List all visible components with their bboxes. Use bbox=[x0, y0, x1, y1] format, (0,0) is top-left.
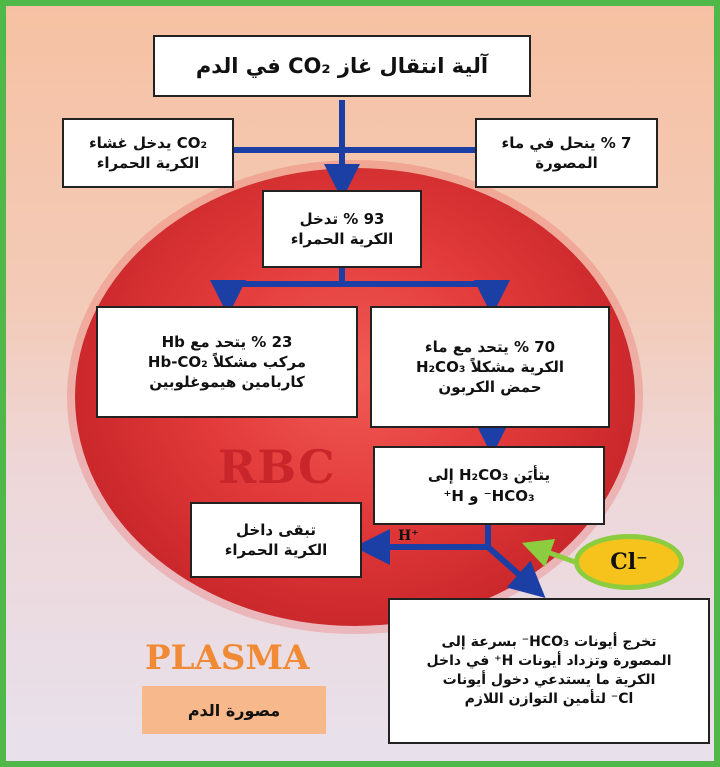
cl-ion-label: Cl⁻ bbox=[610, 549, 648, 575]
co2-enters-box: CO₂ يدخل غشاء الكرية الحمراء bbox=[62, 118, 234, 188]
water-binding-box: 70 % يتحد مع ماء الكرية مشكلاً H₂CO₃ حمض… bbox=[370, 306, 610, 428]
water-binding-line-3: حمض الكربون bbox=[438, 378, 542, 397]
arrow-hco3-to-plasma bbox=[486, 544, 546, 598]
ionization-line-1: يتأيَن H₂CO₃ إلى bbox=[427, 466, 551, 485]
enters-rbc-line-2: الكرية الحمراء bbox=[290, 230, 394, 248]
exit-ions-line-1: تخرج أيونات HCO₃⁻ بسرعة إلى bbox=[441, 634, 657, 651]
hb-binding-line-2: مركب مشكلاً Hb-CO₂ bbox=[147, 352, 307, 371]
exit-ions-line-4: Cl⁻ لتأمين التوازن اللازم bbox=[464, 690, 634, 707]
exit-ions-line-2: المصورة وتزداد أيونات H⁺ في داخل bbox=[426, 653, 672, 670]
hb-binding-box: 23 % يتحد مع Hb مركب مشكلاً Hb-CO₂ كاربا… bbox=[96, 306, 358, 418]
plasma-label: PLASMA bbox=[145, 638, 310, 678]
water-binding-line-1: 70 % يتحد مع ماء bbox=[424, 337, 556, 356]
ionization-box: يتأيَن H₂CO₃ إلى HCO₃⁻ و H⁺ bbox=[373, 446, 605, 525]
dissolves-plasma-line-1: 7 % ينحل في ماء bbox=[501, 133, 632, 152]
dissolves-plasma-line-2: المصورة bbox=[535, 154, 598, 172]
title-box: آلية انتقال غاز CO₂ في الدم bbox=[153, 35, 531, 97]
co2-enters-line-2: الكرية الحمراء bbox=[96, 154, 200, 172]
stays-inside-box: تبقى داخل الكرية الحمراء bbox=[190, 502, 362, 578]
dissolves-plasma-box: 7 % ينحل في ماء المصورة bbox=[475, 118, 658, 188]
rbc-label: RBC bbox=[218, 440, 336, 494]
plasma-arabic-label: مصورة الدم bbox=[142, 686, 326, 734]
page-title: آلية انتقال غاز CO₂ في الدم bbox=[195, 53, 489, 78]
hb-binding-line-1: 23 % يتحد مع Hb bbox=[161, 332, 293, 351]
ionization-line-2: HCO₃⁻ و H⁺ bbox=[443, 486, 535, 505]
hb-binding-line-3: كاربامين هيموغلوبين bbox=[149, 373, 305, 392]
enters-rbc-box: 93 % تدخل الكرية الحمراء bbox=[262, 190, 422, 268]
cl-ion-badge: Cl⁻ bbox=[574, 534, 684, 590]
arrow-cl-entry bbox=[521, 538, 576, 568]
stays-inside-line-2: الكرية الحمراء bbox=[224, 541, 328, 559]
water-binding-line-2: الكرية مشكلاً H₂CO₃ bbox=[415, 357, 565, 376]
stays-inside-line-1: تبقى داخل bbox=[236, 520, 316, 539]
exit-ions-box: تخرج أيونات HCO₃⁻ بسرعة إلى المصورة وتزد… bbox=[388, 598, 710, 744]
exit-ions-line-3: الكرية ما يستدعي دخول أيونات bbox=[442, 672, 656, 688]
enters-rbc-line-1: 93 % تدخل bbox=[299, 209, 385, 228]
co2-enters-line-1: CO₂ يدخل غشاء bbox=[88, 133, 208, 152]
h-ion-label: H⁺ bbox=[398, 528, 419, 544]
